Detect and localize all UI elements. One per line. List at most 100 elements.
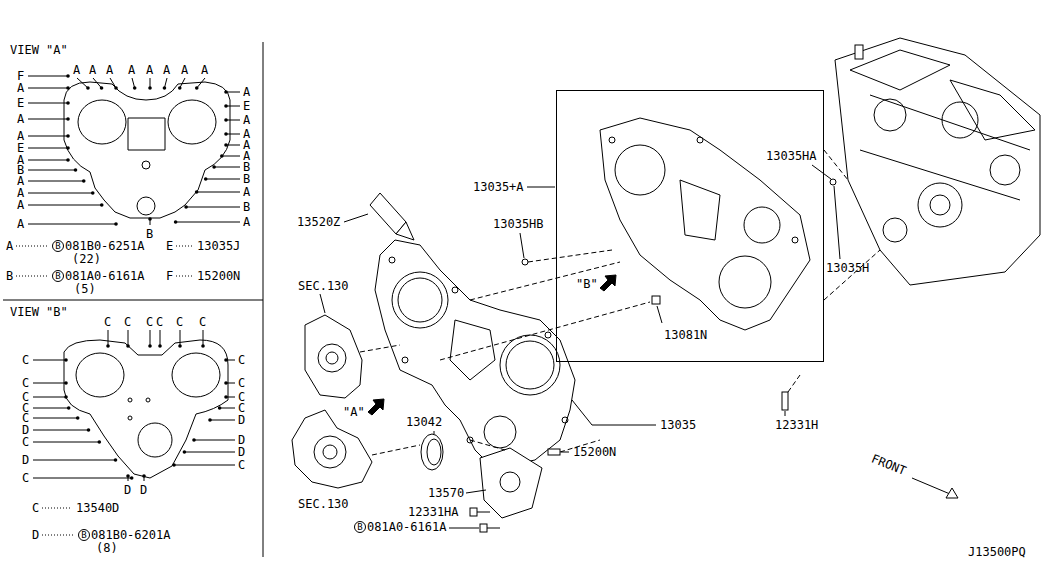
bolt-hole	[64, 358, 68, 362]
leader-line	[197, 192, 240, 193]
bolt-symbol	[487, 528, 500, 529]
view-b-cover	[64, 340, 228, 478]
engine-block	[874, 99, 906, 131]
bolt-hole	[100, 203, 104, 207]
leader-line	[33, 478, 132, 479]
leader-line	[33, 442, 99, 443]
bolt-symbol	[522, 259, 528, 265]
engine-block	[850, 50, 950, 90]
oil-seal	[427, 439, 441, 465]
bolt-hole	[224, 132, 228, 136]
bolt-hole	[208, 418, 212, 422]
location-letter: E	[17, 95, 24, 111]
bolt-symbol-letter: B	[52, 240, 64, 252]
bolt-hole	[220, 154, 224, 158]
bolt-hole	[66, 146, 70, 150]
location-letter: D	[22, 452, 29, 468]
leader-line	[33, 460, 116, 461]
leader-line	[28, 76, 68, 77]
callout-number: 12331HA	[408, 504, 459, 520]
leader-line	[320, 294, 325, 313]
chain-cover	[480, 448, 542, 518]
leader-line	[222, 156, 240, 157]
leader-line	[194, 440, 235, 441]
view-arrow	[600, 275, 616, 291]
bolt-hole	[66, 117, 70, 121]
sealant-tube	[370, 193, 414, 240]
bolt-hole	[76, 416, 80, 420]
water-pump	[305, 315, 362, 398]
assembly-line	[824, 150, 848, 180]
front-timing-cover	[506, 341, 554, 389]
assembly-line	[824, 250, 880, 300]
sealant-tube	[396, 222, 414, 240]
leader-line	[33, 360, 66, 361]
bolt-hole	[224, 104, 228, 108]
bolt-hole	[201, 344, 205, 348]
bolt-hole	[178, 86, 182, 90]
callout-number: C	[32, 500, 39, 516]
view-a-cover	[64, 82, 230, 218]
view-arrow	[368, 399, 384, 415]
location-letter: B	[243, 199, 250, 215]
view-a-cover	[78, 100, 126, 144]
leader-line	[33, 430, 89, 431]
leader-line	[186, 207, 240, 208]
leader-line	[214, 167, 240, 168]
callout-number: "B"	[576, 276, 598, 292]
leader-line	[226, 106, 240, 107]
bolt-hole	[87, 428, 91, 432]
view-leaders	[28, 74, 240, 481]
location-letter: C	[22, 434, 29, 450]
view-b-cover	[76, 353, 124, 397]
bolt-hole	[66, 101, 70, 105]
leader-line	[520, 233, 524, 258]
leader-line	[203, 330, 204, 346]
leader-line	[33, 408, 69, 409]
leader-line	[28, 136, 68, 137]
location-letter: A	[17, 80, 24, 96]
bolt-hole	[224, 395, 228, 399]
leader-line	[527, 187, 555, 188]
location-letter: A	[243, 184, 250, 200]
front-timing-cover	[450, 320, 495, 380]
leader-line	[33, 418, 78, 419]
bolt-hole	[66, 74, 70, 78]
rear-timing-cover	[697, 137, 703, 143]
leader-line	[226, 120, 240, 121]
leader-line	[206, 179, 240, 180]
callout-number: VIEW "B"	[10, 304, 68, 320]
rear-timing-cover	[609, 137, 615, 143]
bolt-hole	[66, 158, 70, 162]
callout-number: 13035HA	[766, 148, 817, 164]
assembly-line	[360, 345, 400, 352]
bolt-hole	[158, 344, 162, 348]
bolt-hole	[204, 177, 208, 181]
leader-line	[226, 134, 240, 135]
bolt-symbol-letter: B	[354, 521, 366, 533]
callout-number: 081B0-6201A	[91, 527, 170, 543]
front-timing-cover	[562, 417, 568, 423]
assembly-line	[440, 302, 650, 360]
location-letter: C	[104, 314, 111, 330]
location-letter: E	[243, 98, 250, 114]
location-letter: A	[243, 214, 250, 230]
bolt-hole	[148, 217, 152, 221]
water-pump	[314, 436, 346, 468]
bolt-hole	[148, 344, 152, 348]
assembly-line	[372, 445, 420, 455]
callout-number: 081A0-6161A	[367, 519, 446, 535]
bolt-hole	[66, 134, 70, 138]
leader-line	[93, 78, 102, 88]
outline-box: "B"13081N	[556, 90, 824, 362]
water-pump	[318, 344, 346, 372]
location-letter: D	[124, 482, 131, 498]
legend-dots	[176, 276, 193, 277]
front-timing-cover	[402, 357, 408, 363]
bolt-hole	[224, 381, 228, 385]
leader-line	[657, 306, 662, 323]
front-timing-cover	[392, 272, 448, 328]
callout-number: 15200N	[197, 268, 240, 284]
